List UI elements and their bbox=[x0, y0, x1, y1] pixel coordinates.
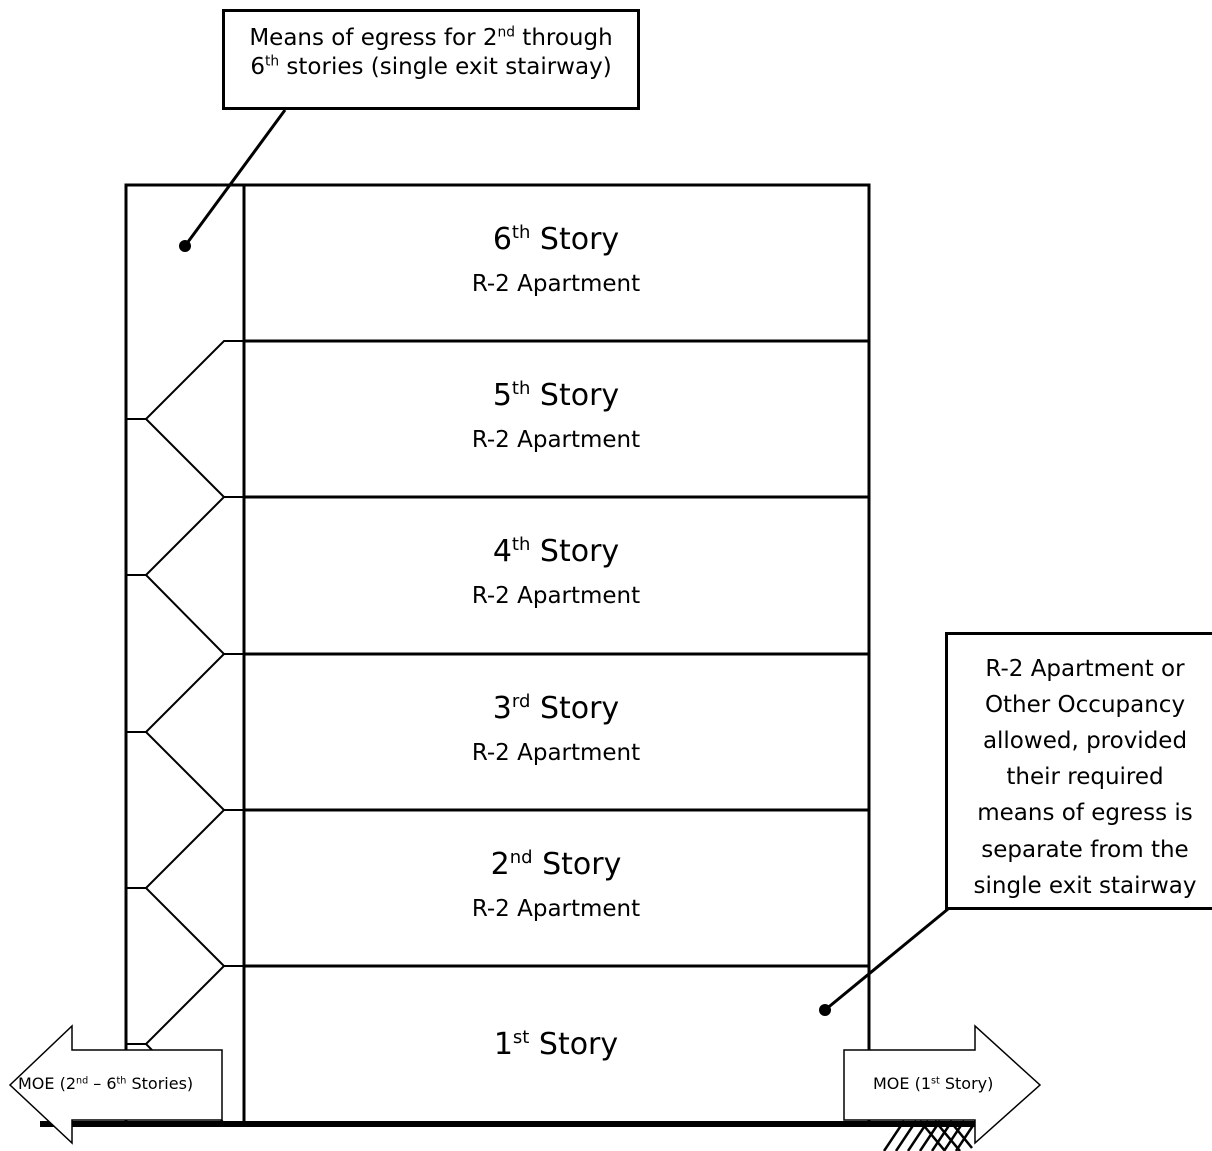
story-title: 6th Story bbox=[492, 222, 620, 257]
story-title: 2nd Story bbox=[490, 847, 622, 882]
callout-line: separate from the bbox=[981, 836, 1189, 863]
callout-line: Means of egress for 2nd through bbox=[249, 24, 613, 51]
stair-flights bbox=[144, 340, 244, 1124]
story-occupancy: R-2 Apartment bbox=[471, 271, 641, 297]
story-occupancy: R-2 Apartment bbox=[471, 427, 641, 453]
callout-line: means of egress is bbox=[977, 800, 1193, 827]
moe-right-label: MOE (1st Story) bbox=[873, 1074, 994, 1093]
story-5: 5th Story R-2 Apartment bbox=[245, 378, 867, 453]
story-occupancy: R-2 Apartment bbox=[471, 583, 641, 609]
story-occupancy: R-2 Apartment bbox=[471, 740, 641, 766]
story-1: 1st Story bbox=[245, 1027, 867, 1062]
right-callout-dot bbox=[819, 1004, 831, 1016]
callout-stairway-note: Means of egress for 2nd through 6th stor… bbox=[222, 9, 640, 110]
stair-landings bbox=[126, 418, 244, 1045]
callout-line: allowed, provided bbox=[982, 728, 1188, 755]
story-title: 5th Story bbox=[492, 378, 620, 413]
callout-occupancy-note: R-2 Apartment or Other Occupancy allowed… bbox=[945, 632, 1212, 910]
floor-lines bbox=[244, 339, 869, 968]
story-title: 3rd Story bbox=[492, 691, 620, 726]
callout-line: their required bbox=[1006, 764, 1164, 791]
story-2: 2nd Story R-2 Apartment bbox=[245, 847, 867, 922]
moe-left-label: MOE (2nd – 6th Stories) bbox=[18, 1074, 194, 1093]
callout-line: single exit stairway bbox=[973, 872, 1197, 899]
story-4: 4th Story R-2 Apartment bbox=[245, 534, 867, 609]
story-title: 1st Story bbox=[493, 1027, 619, 1062]
top-callout-leader bbox=[183, 109, 287, 247]
story-6: 6th Story R-2 Apartment bbox=[245, 222, 867, 297]
moe-left-arrow bbox=[8, 1024, 223, 1145]
callout-line: Other Occupancy bbox=[984, 692, 1186, 719]
story-3: 3rd Story R-2 Apartment bbox=[245, 691, 867, 766]
callout-line: R-2 Apartment or bbox=[985, 656, 1185, 682]
callout-line: 6th stories (single exit stairway) bbox=[250, 53, 612, 80]
story-title: 4th Story bbox=[492, 534, 620, 569]
right-callout-leader bbox=[824, 907, 949, 1012]
story-occupancy: R-2 Apartment bbox=[471, 896, 641, 922]
moe-right-arrow bbox=[843, 1024, 1042, 1145]
top-callout-dot bbox=[179, 240, 191, 252]
